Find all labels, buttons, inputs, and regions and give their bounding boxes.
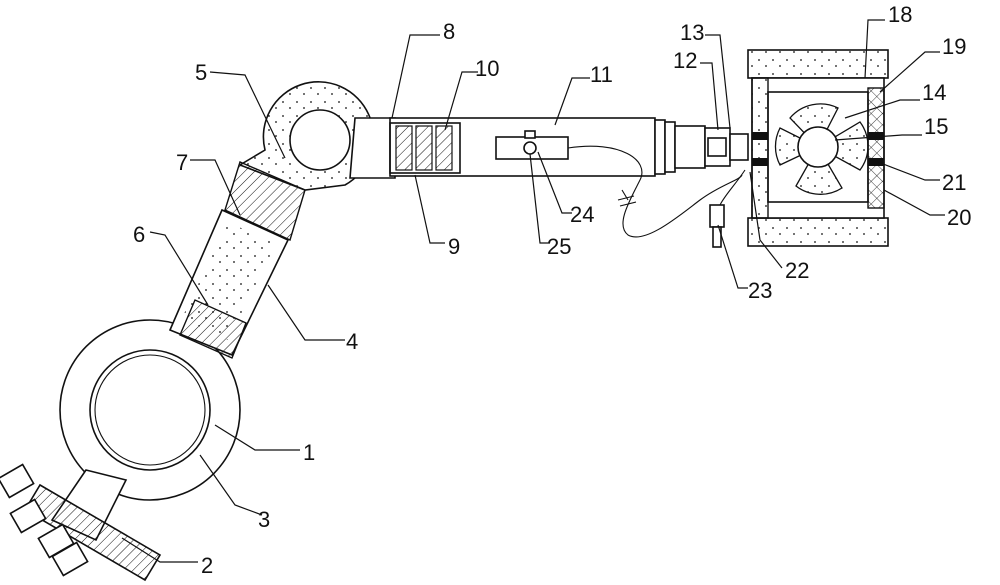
label-14: 14 [922,80,946,105]
label-18: 18 [888,2,912,27]
spring-10 [395,125,453,171]
cable-wire [567,145,743,238]
label-21: 21 [942,170,966,195]
label-2: 2 [201,553,213,578]
bearing-right-bot [868,158,884,166]
fan-hub [797,126,839,168]
bearing-left-top [752,132,768,140]
elbow-bore [289,109,351,171]
clamp-ring-inner-liner [94,354,206,466]
label-10: 10 [475,56,499,81]
label-5: 5 [195,60,207,85]
shaft [729,133,749,161]
taper-1 [654,119,666,175]
label-15: 15 [924,114,948,139]
clamp-ring-outer [59,319,241,501]
label-24: 24 [570,202,594,227]
spring-6 [179,299,247,359]
bearing-left-bot [752,158,768,166]
label-8: 8 [443,19,455,44]
spring-housing-9 [389,122,461,174]
fan-blades [774,103,869,195]
nut [51,541,89,577]
switch-button [523,141,537,155]
nut [9,498,47,534]
bottom-rail [747,217,889,247]
label-22: 22 [785,258,809,283]
plug-body [709,204,725,228]
label-11: 11 [590,62,613,87]
plug-wire [719,169,746,206]
label-19: 19 [942,34,966,59]
label-6: 6 [133,222,145,247]
label-7: 7 [176,150,188,175]
cable [567,145,746,248]
coupling-inner [707,137,727,157]
left-wall [751,77,769,219]
leader-lines [121,19,945,563]
clamp-ring-inner [89,349,211,471]
plug-tip [712,226,722,248]
fan-housing [747,49,889,247]
bearing-right-top [868,132,884,140]
label-23: 23 [748,278,772,303]
top-rail-18 [747,49,889,79]
lower-arm [168,161,306,359]
cable-break [617,189,637,207]
label-1: 1 [303,440,315,465]
label-20: 20 [947,205,971,230]
taper-3 [674,125,706,169]
switch-top [524,130,536,139]
taper-2 [664,121,676,173]
clamp-assembly [0,319,241,582]
label-3: 3 [258,507,270,532]
label-25: 25 [547,234,571,259]
part-labels: 1 2 3 4 5 6 7 8 9 10 11 12 13 14 15 18 1… [133,2,971,578]
label-13: 13 [680,20,704,45]
label-9: 9 [448,234,460,259]
label-4: 4 [346,329,358,354]
label-12: 12 [673,48,697,73]
nut [0,463,35,499]
upper-arm-neck [349,117,396,179]
elbow-joint [238,81,375,191]
upper-arm [349,117,749,179]
